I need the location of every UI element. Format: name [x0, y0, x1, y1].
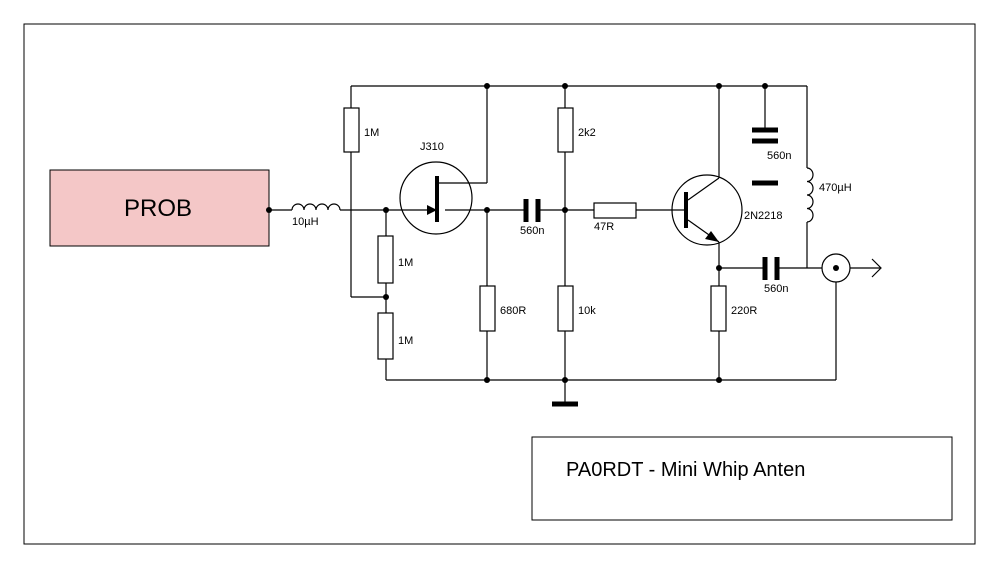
label-r2: 1M	[398, 257, 413, 269]
resistor-10k	[557, 285, 574, 332]
label-r8: 220R	[731, 305, 757, 317]
resistor-220r	[710, 285, 727, 332]
outer-frame	[23, 23, 976, 545]
wires	[269, 85, 882, 402]
capacitor-560n-decoupling	[752, 127, 778, 186]
inductor-10uh	[291, 203, 341, 211]
resistor-680r	[479, 285, 496, 332]
label-l2: 470µH	[819, 182, 852, 194]
label-r4: 680R	[500, 305, 526, 317]
label-c1: 560n	[520, 225, 544, 237]
capacitor-560n-output	[762, 257, 780, 280]
probe-block	[49, 169, 270, 247]
label-r3: 1M	[398, 335, 413, 347]
choke-470uh	[806, 167, 814, 223]
coax-connector	[821, 253, 851, 283]
label-c3: 560n	[764, 283, 788, 295]
resistor-1m-mid	[377, 235, 394, 284]
label-r1: 1M	[364, 127, 379, 139]
label-r6: 10k	[578, 305, 596, 317]
transistor-2n2218	[671, 174, 743, 246]
junction-dots	[266, 83, 768, 383]
resistor-1m-top	[343, 107, 360, 153]
label-c2: 560n	[767, 150, 791, 162]
capacitor-560n-coupling	[523, 199, 541, 222]
label-q2: 2N2218	[744, 210, 783, 222]
resistor-2k2	[557, 107, 574, 153]
label-l1: 10µH	[292, 216, 319, 228]
label-r7: 47R	[594, 221, 614, 233]
probe-label: PROB	[124, 195, 192, 222]
title-text: PA0RDT - Mini Whip Anten	[566, 459, 805, 481]
jfet-j310	[399, 161, 473, 235]
label-r5: 2k2	[578, 127, 596, 139]
resistor-47r	[593, 202, 637, 219]
resistor-1m-bottom	[377, 312, 394, 360]
label-q1: J310	[420, 141, 444, 153]
title-block	[531, 436, 953, 521]
